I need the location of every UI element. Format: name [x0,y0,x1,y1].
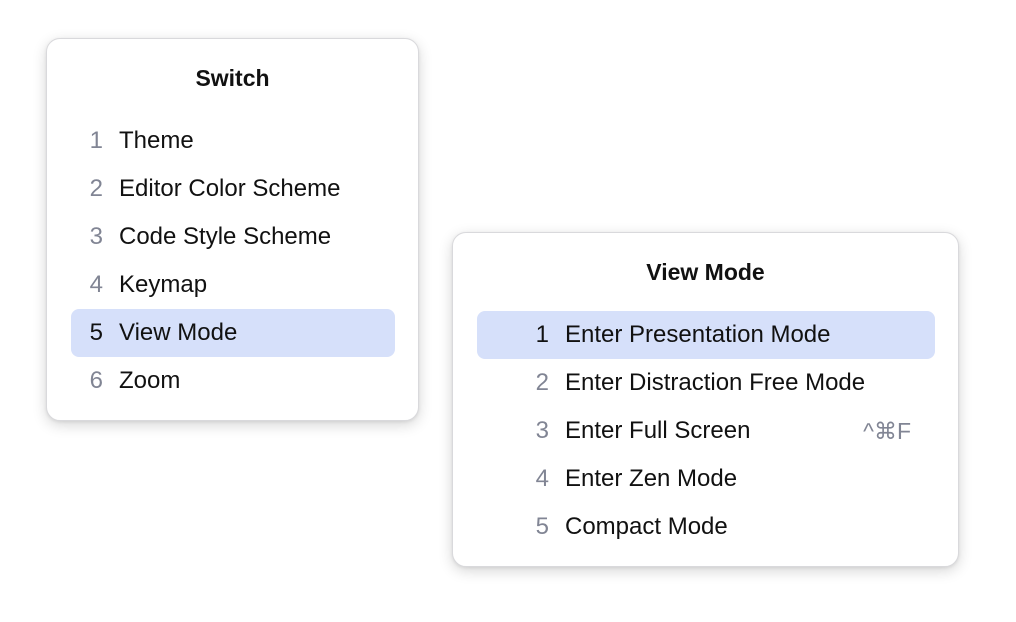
item-label: Enter Presentation Mode [565,321,831,348]
shortcut-hint: ^⌘F [863,418,911,444]
item-label: Zoom [119,367,181,394]
item-label: Enter Full Screen [565,417,751,444]
switch-item-zoom[interactable]: 6 Zoom [71,357,395,405]
mnemonic-number: 3 [535,417,549,444]
switch-popup-title: Switch [195,65,270,91]
mnemonic-number: 5 [89,319,103,346]
mnemonic-number: 4 [535,465,549,492]
view-mode-popup: View Mode 1 Enter Presentation Mode 2 En… [452,232,959,567]
item-label: Enter Distraction Free Mode [565,369,866,396]
switch-item-keymap[interactable]: 4 Keymap [71,261,395,309]
item-label: Keymap [119,271,208,298]
item-label: View Mode [119,319,238,346]
mnemonic-number: 5 [535,513,549,540]
item-label: Enter Zen Mode [565,465,738,492]
mnemonic-number: 2 [535,369,549,396]
mnemonic-number: 6 [89,367,103,394]
switch-item-editor-color-scheme[interactable]: 2 Editor Color Scheme [71,165,395,213]
item-label: Theme [119,127,194,154]
switch-item-theme[interactable]: 1 Theme [71,117,395,165]
item-label: Editor Color Scheme [119,175,341,202]
switch-popup: Switch 1 Theme 2 Editor Color Scheme 3 C… [46,38,419,421]
view-mode-item-presentation[interactable]: 1 Enter Presentation Mode [477,311,935,359]
mnemonic-number: 3 [89,223,103,250]
mnemonic-number: 4 [89,271,103,298]
mnemonic-number: 1 [89,127,103,154]
switch-item-view-mode[interactable]: 5 View Mode [71,309,395,357]
view-mode-item-zen[interactable]: 4 Enter Zen Mode [477,455,935,503]
switch-item-code-style-scheme[interactable]: 3 Code Style Scheme [71,213,395,261]
view-mode-item-full-screen[interactable]: 3 Enter Full Screen ^⌘F [477,407,935,455]
view-mode-item-compact[interactable]: 5 Compact Mode [477,503,935,551]
mnemonic-number: 2 [89,175,103,202]
view-mode-popup-title: View Mode [646,259,765,285]
mnemonic-number: 1 [535,321,549,348]
item-label: Code Style Scheme [119,223,332,250]
item-label: Compact Mode [565,513,728,540]
view-mode-item-distraction-free[interactable]: 2 Enter Distraction Free Mode [477,359,935,407]
